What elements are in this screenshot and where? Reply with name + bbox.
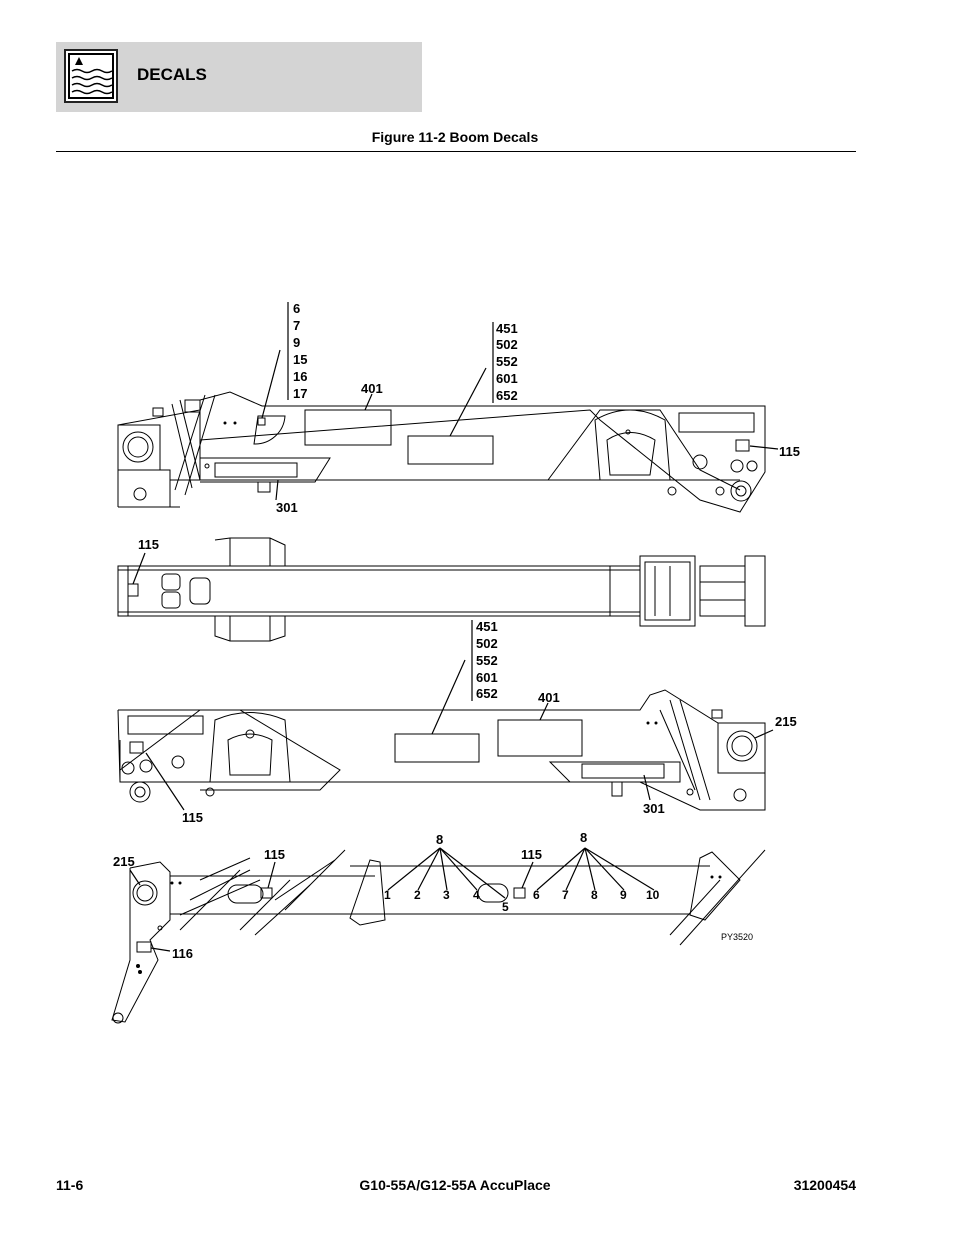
callout-view1-stack-a-2: 7: [293, 318, 300, 333]
callout-view1-301: 301: [276, 500, 298, 515]
callout-view3-115: 115: [182, 810, 203, 825]
decal-digit-8: 8: [591, 888, 598, 902]
jib-extended-view: [111, 849, 766, 1024]
callout-view1-stack-a-5: 16: [293, 369, 307, 384]
document-number: 31200454: [793, 1177, 856, 1193]
callout-view3-401: 401: [538, 690, 560, 705]
callout-view1-stack-a-6: 17: [293, 386, 307, 401]
decal-digit-7: 7: [562, 888, 569, 902]
callout-view2-115: 115: [138, 537, 159, 552]
callout-view3-301: 301: [643, 801, 665, 816]
callout-view1-stack-b-2: 502: [496, 337, 518, 352]
callout-view1-stack-b-5: 652: [496, 388, 518, 403]
callout-view3-215: 215: [775, 714, 797, 729]
decal-digit-1: 1: [384, 888, 391, 902]
decal-digit-5: 5: [502, 900, 509, 914]
callout-view4-116: 116: [172, 946, 193, 961]
callout-view4-215: 215: [113, 854, 135, 869]
callout-view4-8a: 8: [436, 832, 443, 847]
callout-view1-stack-a-1: 6: [293, 301, 300, 316]
callout-view1-stack-a-4: 15: [293, 352, 307, 367]
drawing-code: PY3520: [721, 932, 753, 942]
callout-view1-stack-b-3: 552: [496, 354, 518, 369]
decal-digit-3: 3: [443, 888, 450, 902]
figure-title: Figure 11-2 Boom Decals: [371, 129, 539, 145]
section-title: DECALS: [137, 65, 207, 84]
decal-digit-9: 9: [620, 888, 627, 902]
callout-view1-stack-a-3: 9: [293, 335, 300, 350]
callout-view3-stack-5: 652: [476, 686, 498, 701]
decal-digit-4: 4: [473, 888, 480, 902]
decal-digit-10: 10: [646, 888, 660, 902]
decal-book-icon: [64, 49, 118, 103]
boom-top-view: [117, 537, 766, 642]
callout-view3-stack-4: 601: [476, 670, 498, 685]
callout-view4-8b: 8: [580, 830, 587, 845]
model-name: G10-55A/G12-55A AccuPlace: [359, 1177, 551, 1193]
callout-view4-115a: 115: [264, 847, 285, 862]
page-number: 11-6: [56, 1177, 84, 1193]
leader-lines: [129, 302, 779, 952]
callout-view3-stack-3: 552: [476, 653, 498, 668]
callout-view1-115: 115: [779, 444, 800, 459]
boom-side-view-right: [117, 689, 766, 811]
callout-view4-115b: 115: [521, 847, 542, 862]
callout-view1-stack-b-4: 601: [496, 371, 518, 386]
boom-side-view-left: [117, 391, 766, 513]
callout-view1-401: 401: [361, 381, 383, 396]
callout-view1-stack-b-1: 451: [496, 321, 518, 336]
callout-view3-stack-2: 502: [476, 636, 498, 651]
decal-digit-6: 6: [533, 888, 540, 902]
decal-digit-2: 2: [414, 888, 421, 902]
callout-view3-stack-1: 451: [476, 619, 498, 634]
header-rule: [56, 151, 856, 152]
